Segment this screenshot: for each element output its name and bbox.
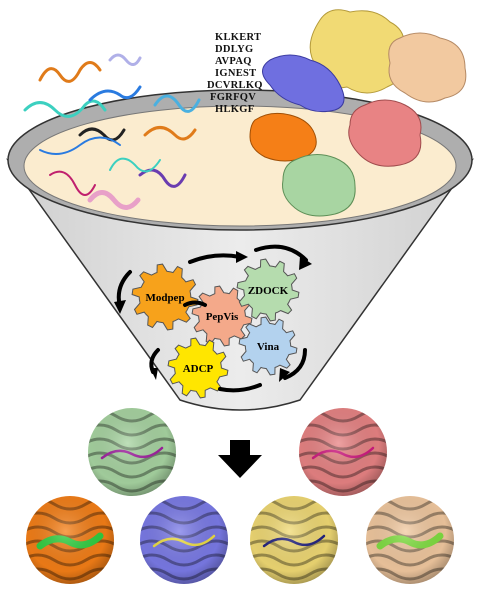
result-sphere-1	[88, 408, 176, 496]
gear-zdock: ZDOCK	[236, 258, 300, 322]
cycle-arrows	[114, 244, 312, 393]
result-sphere-3	[26, 496, 114, 584]
protein-peach	[388, 32, 467, 103]
gear-shape	[236, 258, 300, 322]
peptide-sequence-list: KLKERT DDLYG AVPAQ IGNEST DCVRLKQ FGRFQV…	[207, 32, 263, 115]
sequence-6: FGRFQV	[210, 92, 256, 103]
gear-label: PepVis	[206, 311, 239, 323]
protein-green	[282, 154, 356, 217]
gear-shape	[191, 285, 253, 347]
protein-blue	[262, 54, 345, 113]
result-sphere-2	[299, 408, 387, 496]
sequence-7: HLKGF	[215, 104, 254, 115]
docked-complex-results	[26, 408, 454, 584]
gear-adcp: ADCP	[167, 337, 229, 399]
sequence-2: DDLYG	[215, 44, 253, 55]
gear-shape	[131, 263, 199, 331]
gear-label: Vina	[257, 341, 280, 353]
result-sphere-5	[250, 496, 338, 584]
gear-label: ZDOCK	[248, 285, 289, 297]
sequence-4: IGNEST	[215, 68, 256, 79]
gear-label: Modpep	[145, 292, 184, 304]
gear-vina: Vina	[238, 316, 298, 376]
down-arrow-icon	[218, 440, 262, 478]
peptide-ribbons	[23, 53, 201, 210]
result-sphere-6	[366, 496, 454, 584]
sequence-5: DCVRLKQ	[207, 80, 263, 91]
gear-modpep: Modpep	[131, 263, 199, 331]
sequence-1: KLKERT	[215, 32, 261, 43]
gear-pepvis: PepVis	[191, 285, 253, 347]
sequence-3: AVPAQ	[215, 56, 252, 67]
result-sphere-4	[140, 496, 228, 584]
protein-surfaces	[249, 9, 467, 217]
gear-label: ADCP	[183, 363, 214, 375]
gear-shape	[167, 337, 229, 399]
protein-pink	[348, 99, 422, 167]
gear-shape	[238, 316, 298, 376]
